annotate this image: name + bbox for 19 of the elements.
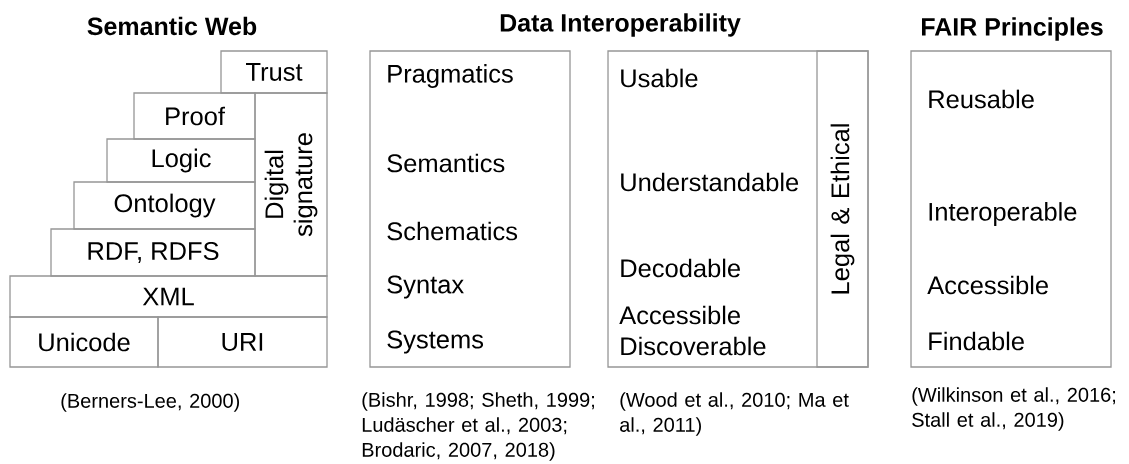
vertical-label-box: Legal & Ethical xyxy=(816,50,869,368)
citation: (Berners-Lee, 2000) xyxy=(61,393,240,412)
stack-layer-box: Ontology xyxy=(73,181,256,230)
stack-layer-box: Proof xyxy=(133,92,256,140)
stack-layer-box: Trust xyxy=(220,50,328,94)
stack-layer-box: Unicode xyxy=(9,316,159,368)
heading: Data Interoperability xyxy=(500,13,741,37)
stack-layer-box: URI xyxy=(157,316,328,368)
list-box: Reusable Interoperable Accessible Findable xyxy=(910,50,1112,368)
citation: (Wood et al., 2010; Ma et al., 2011) xyxy=(620,392,849,436)
heading: Semantic Web xyxy=(87,16,257,36)
stack-layer-box: XML xyxy=(9,275,328,318)
stack-layer-box: RDF, RDFS xyxy=(50,228,256,277)
citation: (Wilkinson et al., 2016; Stall et al., 2019) xyxy=(912,387,1115,431)
vertical-label-box: Digital signature xyxy=(254,92,328,277)
heading: FAIR Principles xyxy=(922,17,1103,41)
citation: (Bishr, 1998; Sheth, 1999; Ludäscher et al., 2003; Brodaric, 2007, 2018) xyxy=(362,392,594,461)
list-box: Pragmatics Semantics Schematics Syntax Systems xyxy=(369,50,571,368)
stack-layer-box: Logic xyxy=(106,138,256,183)
